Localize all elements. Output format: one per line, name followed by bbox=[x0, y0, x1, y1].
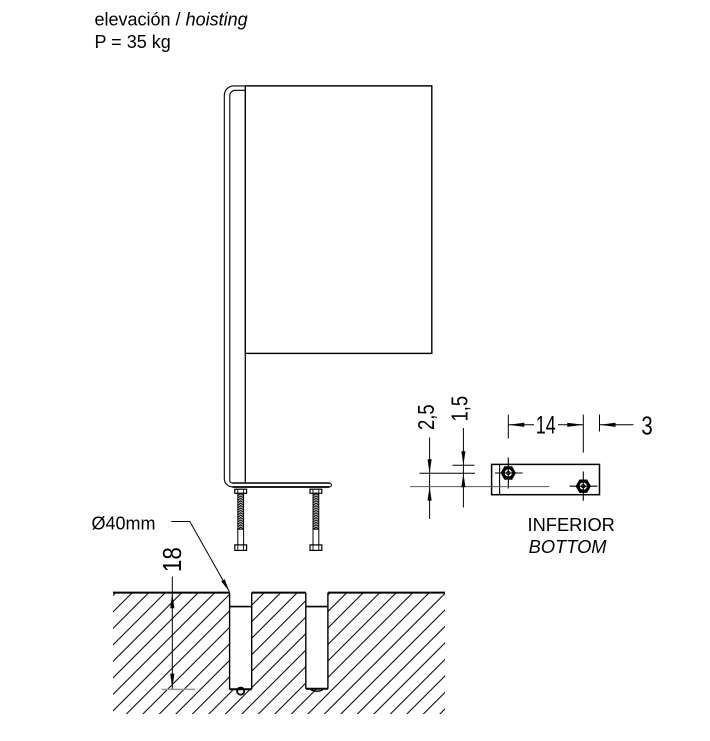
svg-text:18: 18 bbox=[159, 547, 188, 572]
svg-text:14: 14 bbox=[536, 411, 556, 440]
svg-text:2,5: 2,5 bbox=[414, 404, 439, 430]
svg-text:BOTTOM: BOTTOM bbox=[529, 536, 608, 557]
svg-text:1,5: 1,5 bbox=[447, 396, 472, 422]
svg-text:elevación / hoisting: elevación / hoisting bbox=[95, 10, 248, 30]
svg-text:P = 35 kg: P = 35 kg bbox=[95, 32, 171, 52]
svg-text:INFERIOR: INFERIOR bbox=[528, 514, 615, 535]
svg-text:Ø40mm: Ø40mm bbox=[92, 513, 156, 533]
svg-text:3: 3 bbox=[641, 411, 652, 440]
